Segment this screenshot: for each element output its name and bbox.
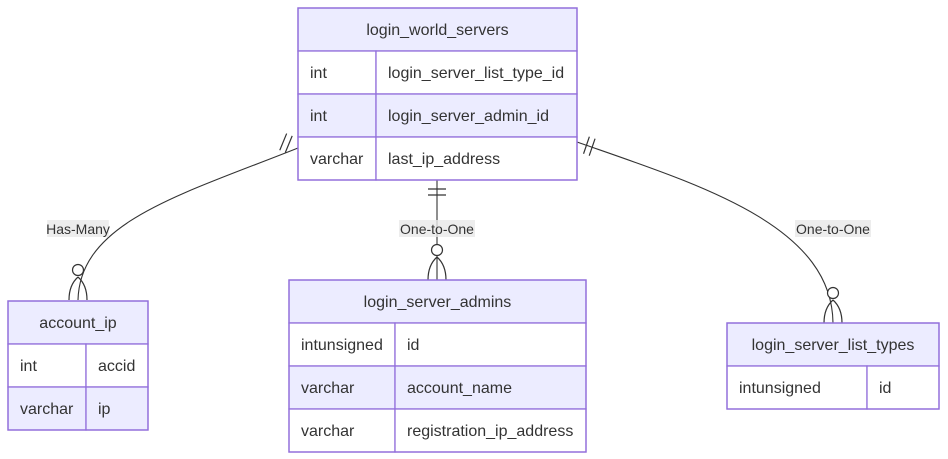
- attribute-type: int: [310, 65, 327, 82]
- relationship-label-group: One-to-One: [399, 220, 475, 237]
- attribute-name-cell: [866, 365, 940, 410]
- relationship-1: [68, 133, 299, 301]
- zero-marker-circle: [430, 243, 444, 257]
- attribute-type-cell: [297, 136, 377, 181]
- attribute-name-cell: [85, 386, 149, 431]
- crow-foot-right: [832, 299, 843, 324]
- attribute-name: ip: [98, 401, 111, 418]
- attribute-name: registration_ip_address: [407, 423, 573, 440]
- attribute-name: accid: [98, 358, 135, 375]
- attribute-type: varchar: [310, 151, 364, 168]
- one-marker-bar: [284, 135, 293, 153]
- relationship-label-group: Has-Many: [46, 220, 110, 237]
- entity-login-server-admins: login_server_admins intunsigned id varchar a…: [288, 279, 587, 453]
- attribute-type: int: [20, 358, 37, 375]
- entity-login-server-list-types: login_server_list_types intunsigned id: [726, 322, 940, 410]
- relationship-label: One-to-One: [796, 221, 870, 237]
- attribute-name-cell: [394, 408, 587, 453]
- crow-foot-left: [427, 256, 438, 281]
- one-marker-bar: [588, 138, 596, 156]
- attribute-type-cell: [288, 365, 396, 410]
- entity-title: login_server_list_types: [752, 337, 915, 354]
- attribute-type-cell: [288, 322, 396, 367]
- attribute-name-cell: [394, 365, 587, 410]
- entity-title: login_world_servers: [366, 22, 508, 39]
- attribute-name-cell: [85, 343, 149, 388]
- attribute-name-cell: [394, 322, 587, 367]
- attribute-name: id: [407, 337, 419, 354]
- crow-foot-left: [68, 276, 79, 301]
- entity-outline: [297, 7, 578, 181]
- relationship-line: [576, 141, 834, 324]
- entity-outline: [7, 300, 149, 431]
- entity-outline: [288, 279, 587, 453]
- relationship-2: [427, 179, 447, 281]
- attribute-type: varchar: [20, 401, 74, 418]
- attribute-type-cell: [288, 408, 396, 453]
- attribute-type: varchar: [301, 423, 355, 440]
- relationship-label-bg: [795, 220, 871, 237]
- relationship-label: Has-Many: [46, 221, 110, 237]
- crow-foot-right: [436, 256, 447, 281]
- attribute-name: login_server_list_type_id: [388, 65, 564, 82]
- crow-foot-right: [77, 276, 88, 301]
- relationship-line: [77, 147, 299, 301]
- attribute-name-cell: [375, 136, 578, 181]
- attribute-type: intunsigned: [739, 380, 821, 397]
- attribute-type: int: [310, 108, 327, 125]
- relationship-label-group: One-to-One: [795, 220, 871, 237]
- attribute-type: intunsigned: [301, 337, 383, 354]
- attribute-name: login_server_admin_id: [388, 108, 549, 125]
- zero-marker-circle: [826, 286, 840, 300]
- relationship-label: One-to-One: [400, 221, 474, 237]
- zero-marker-circle: [71, 263, 85, 277]
- attribute-name: id: [879, 380, 891, 397]
- attribute-type: varchar: [301, 380, 355, 397]
- attribute-name: last_ip_address: [388, 151, 500, 168]
- one-marker-bar: [582, 136, 590, 154]
- entity-title: login_server_admins: [364, 294, 512, 311]
- relationship-label-bg: [399, 220, 475, 237]
- relationship-3: [576, 136, 843, 324]
- one-marker-bar: [279, 133, 288, 151]
- crow-foot-left: [823, 299, 834, 324]
- relationship-label-bg: [47, 220, 109, 237]
- attribute-name-cell: [375, 50, 578, 95]
- attribute-name: account_name: [407, 380, 512, 397]
- entity-outline: [726, 322, 940, 410]
- entity-title: account_ip: [39, 315, 116, 332]
